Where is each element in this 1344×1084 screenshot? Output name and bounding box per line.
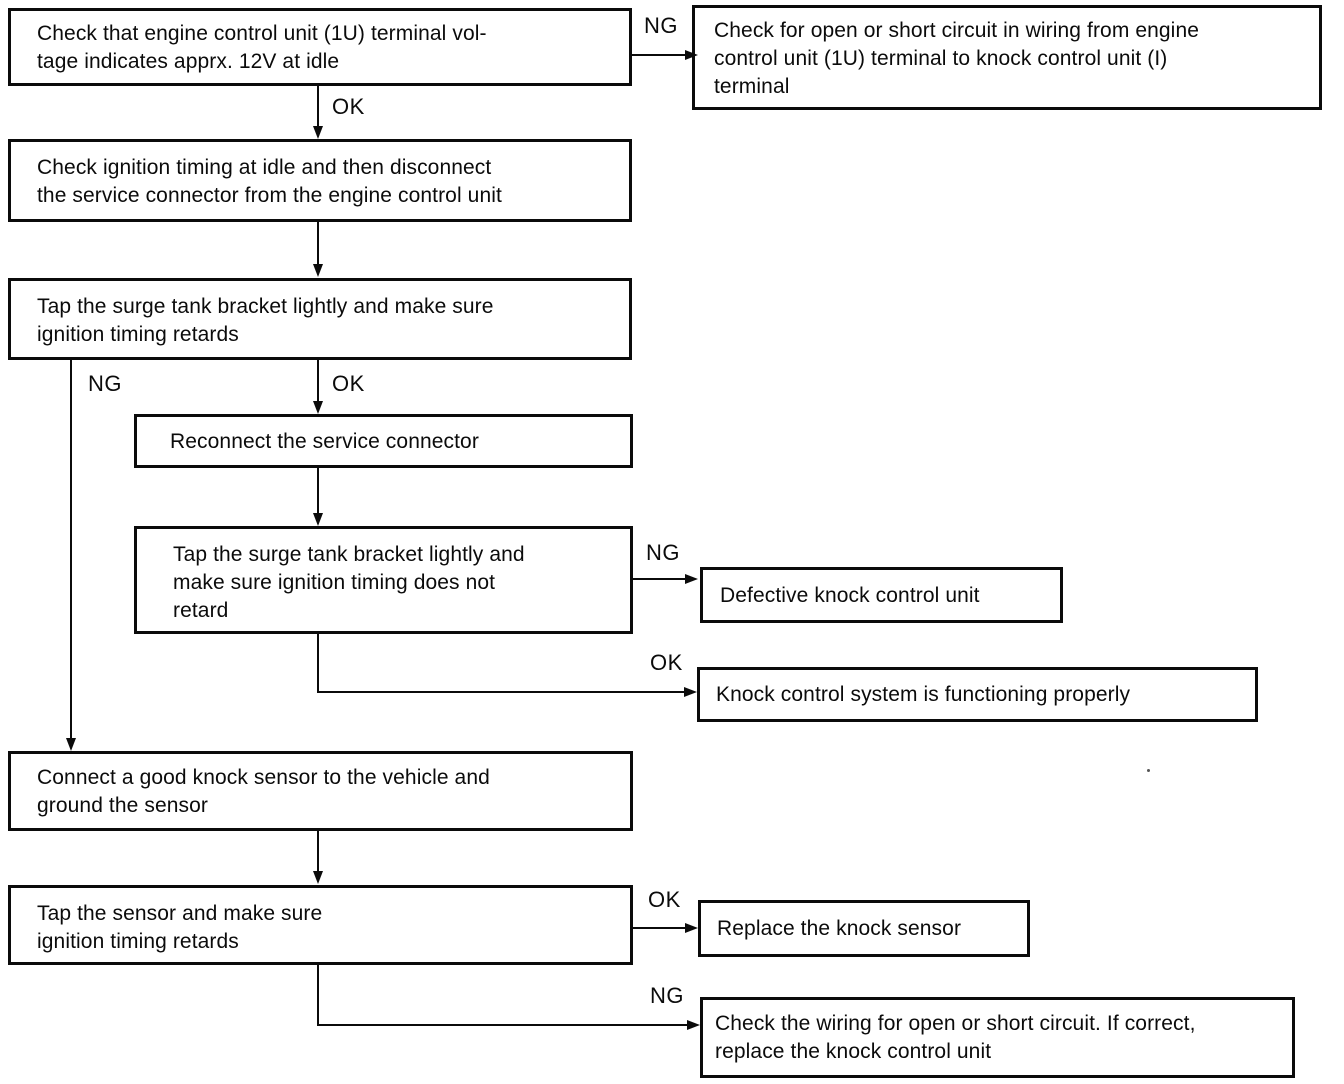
- arrowhead-down-icon: [66, 738, 76, 751]
- arrowhead-right-icon: [685, 574, 698, 584]
- edge-tapsensor-ng-line-vertical: [317, 965, 319, 1026]
- node-defective-knock-control-unit: Defective knock control unit: [700, 567, 1063, 623]
- edge-label-ng: NG: [650, 983, 684, 1008]
- edge-label-ng: NG: [646, 540, 680, 565]
- arrowhead-down-icon: [313, 126, 323, 139]
- node-text-line: ignition timing retards: [37, 930, 239, 953]
- edge-voltage-ok-line: [317, 86, 319, 128]
- node-text-line: terminal: [714, 75, 790, 98]
- edge-reconnect-line: [317, 468, 319, 515]
- node-check-terminal-voltage: Check that engine control unit (1U) term…: [8, 8, 632, 86]
- node-text-line: retard: [173, 599, 229, 622]
- arrowhead-down-icon: [313, 264, 323, 277]
- node-text-line: the service connector from the engine co…: [37, 184, 502, 207]
- node-text-line: Reconnect the service connector: [170, 430, 479, 453]
- node-replace-knock-sensor: Replace the knock sensor: [698, 900, 1030, 957]
- node-text-line: Check that engine control unit (1U) term…: [37, 22, 487, 45]
- arrowhead-down-icon: [313, 871, 323, 884]
- edge-timing-line: [317, 222, 319, 266]
- arrowhead-down-icon: [313, 513, 323, 526]
- node-connect-good-sensor: Connect a good knock sensor to the vehic…: [8, 751, 633, 831]
- node-text-line: Connect a good knock sensor to the vehic…: [37, 766, 490, 789]
- edge-label-ok: OK: [332, 94, 365, 119]
- node-text-line: Knock control system is functioning prop…: [716, 683, 1131, 706]
- edge-label-ng: NG: [88, 371, 122, 396]
- edge-noretard-ok-line-horizontal: [317, 691, 686, 693]
- node-system-functioning-properly: Knock control system is functioning prop…: [697, 667, 1258, 722]
- edge-bracket-ng-line: [70, 360, 72, 740]
- node-reconnect-connector: Reconnect the service connector: [134, 414, 633, 468]
- arrowhead-right-icon: [685, 50, 698, 60]
- arrowhead-down-icon: [313, 401, 323, 414]
- arrowhead-right-icon: [684, 687, 697, 697]
- node-text-line: tage indicates apprx. 12V at idle: [37, 50, 340, 73]
- node-check-wiring-to-knock-unit: Check for open or short circuit in wirin…: [692, 5, 1322, 110]
- node-text-line: Replace the knock sensor: [717, 917, 962, 940]
- edge-tapsensor-ng-line-horizontal: [317, 1024, 689, 1026]
- node-check-wiring-replace-unit: Check the wiring for open or short circu…: [700, 997, 1295, 1078]
- node-text-line: Check ignition timing at idle and then d…: [37, 156, 492, 179]
- node-text-line: Check the wiring for open or short circu…: [715, 1012, 1196, 1035]
- arrowhead-right-icon: [687, 1020, 700, 1030]
- scan-speck: [1147, 769, 1150, 772]
- node-text-line: make sure ignition timing does not: [173, 571, 496, 594]
- edge-label-ok: OK: [332, 371, 365, 396]
- edge-label-ok: OK: [650, 650, 683, 675]
- node-text-line: replace the knock control unit: [715, 1040, 992, 1063]
- node-text-line: ground the sensor: [37, 794, 208, 817]
- node-tap-bracket-no-retard: Tap the surge tank bracket lightly and m…: [134, 526, 633, 634]
- edge-tapsensor-ok-line: [633, 927, 688, 929]
- node-text-line: Tap the surge tank bracket lightly and: [173, 543, 525, 566]
- node-text-line: Defective knock control unit: [720, 584, 980, 607]
- node-tap-sensor: Tap the sensor and make sure ignition ti…: [8, 885, 633, 965]
- node-text-line: control unit (1U) terminal to knock cont…: [714, 47, 1168, 70]
- edge-connect-line: [317, 831, 319, 873]
- node-text-line: Check for open or short circuit in wirin…: [714, 19, 1200, 42]
- edge-noretard-ng-line: [633, 578, 688, 580]
- node-tap-bracket-retards: Tap the surge tank bracket lightly and m…: [8, 278, 632, 360]
- node-text-line: Tap the surge tank bracket lightly and m…: [37, 295, 494, 318]
- node-check-ignition-timing: Check ignition timing at idle and then d…: [8, 139, 632, 222]
- edge-label-ok: OK: [648, 887, 681, 912]
- arrowhead-right-icon: [685, 923, 698, 933]
- node-text-line: Tap the sensor and make sure: [37, 902, 323, 925]
- edge-bracket-ok-line: [317, 360, 319, 403]
- edge-voltage-ng-line: [632, 54, 685, 56]
- edge-label-ng: NG: [644, 13, 678, 38]
- edge-noretard-ok-line-vertical: [317, 634, 319, 693]
- node-text-line: ignition timing retards: [37, 323, 239, 346]
